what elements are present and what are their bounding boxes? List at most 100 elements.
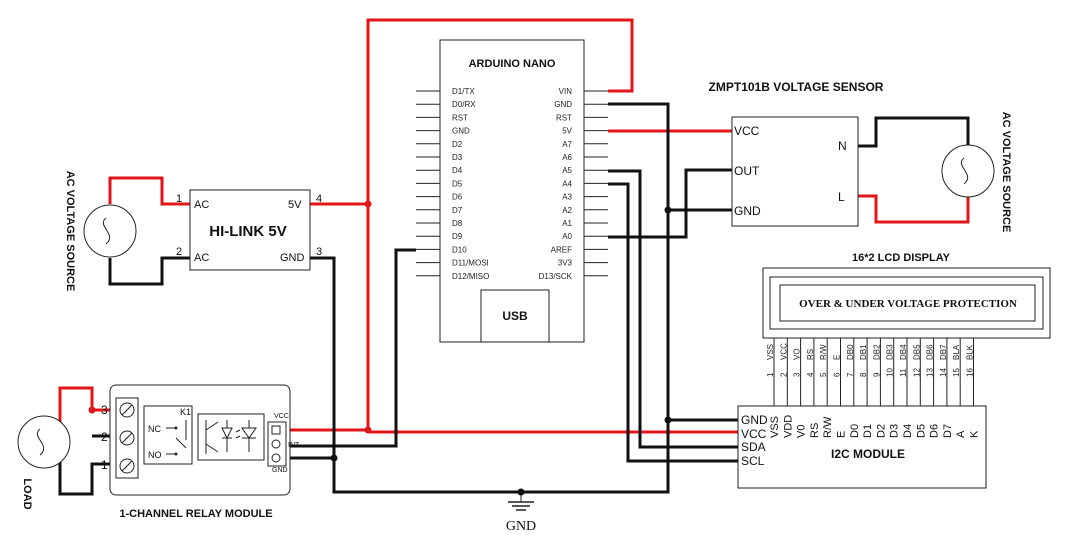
relay-optocoupler (197, 413, 265, 461)
lcd-pin-label: RS (806, 349, 815, 360)
arduino-left-pin-label: D9 (452, 232, 463, 241)
relay-title: 1-CHANNEL RELAY MODULE (119, 508, 272, 520)
lcd-pin-number: 12 (912, 368, 921, 377)
i2c-top-pin-label: VDD (782, 415, 794, 438)
hilink-pin-5v: 5V (288, 199, 302, 211)
i2c-left-pin-label: GND (741, 413, 768, 427)
i2c-top-pin-label: D6 (929, 424, 941, 438)
load: LOAD (17, 415, 71, 510)
arduino-left-pin-label: D11/MOSI (452, 259, 489, 268)
arduino-right-pin-label: GND (554, 100, 572, 109)
arduino-left-pin-label: D5 (452, 179, 463, 188)
lcd-pin-number: 6 (833, 372, 842, 377)
i2c-top-pin-label: E (836, 431, 848, 438)
lcd-pin-label: DB1 (859, 344, 868, 360)
power-wires (58, 18, 970, 434)
lcd-pin-number: 3 (793, 372, 802, 377)
wire-hilink-gnd (310, 102, 670, 494)
lcd-pin-label: VCC (779, 343, 788, 360)
arduino-left-pin-label: D0/RX (452, 100, 476, 109)
lcd-pin-label: DB3 (886, 344, 895, 360)
relay-module: 3 2 1 NC NO K1 VCC INT GND 1-CHANNEL REL… (101, 384, 300, 520)
i2c-left-pin-label: SDA (741, 440, 766, 454)
wire-ac-left-bottom (108, 256, 190, 286)
lcd-pin-number: 13 (926, 368, 935, 377)
relay-pin-gnd: GND (272, 467, 288, 474)
hilink-pin-ac1: AC (194, 199, 209, 211)
relay-nc-label: NC (148, 424, 161, 434)
lcd-pin-number: 11 (899, 368, 908, 377)
lcd-pin-number: 8 (859, 372, 868, 377)
arduino-right-pin-label: A4 (562, 179, 572, 188)
relay-k1-label: K1 (180, 407, 191, 417)
hilink-num-2: 2 (176, 246, 182, 258)
junction-dot (330, 454, 338, 462)
lcd-pin-number: 5 (819, 372, 828, 377)
ac-source-left: AC VOLTAGE SOURCE (64, 171, 137, 291)
arduino-nano: ARDUINO NANO D1/TXD0/RXRSTGNDD2D3D4D5D6D… (416, 39, 608, 343)
arduino-right-pin-label: A7 (562, 140, 572, 149)
lcd-pin-label: E (833, 355, 842, 360)
lcd-pin-label: DB7 (939, 344, 948, 360)
i2c-top-pin-label: D3 (889, 424, 901, 438)
arduino-right-pin-label: A5 (562, 166, 572, 175)
lcd-pin-number: 16 (966, 368, 975, 377)
arduino-right-pin-label: A3 (562, 193, 572, 202)
arduino-title: ARDUINO NANO (469, 58, 556, 70)
arduino-left-pin-label: D6 (452, 193, 463, 202)
lcd-pin-label: VSS (766, 344, 775, 360)
hilink-pin-gnd: GND (280, 252, 305, 264)
hilink-pin-ac2: AC (194, 252, 209, 264)
hilink-module: HI-LINK 5V AC AC 5V GND 1 2 4 3 (176, 189, 322, 271)
wire-ac-right-bottom (858, 194, 970, 224)
lcd-title: 16*2 LCD DISPLAY (852, 252, 951, 264)
ac-source-right-label: AC VOLTAGE SOURCE (1000, 112, 1012, 233)
wire-load-top (58, 386, 116, 422)
junctions (88, 200, 672, 496)
lcd-pin-number: 7 (846, 372, 855, 377)
i2c-top-pin-label: D1 (862, 424, 874, 438)
arduino-left-pin-label: GND (452, 127, 470, 136)
i2c-top-pin-label: D7 (942, 424, 954, 438)
wire-vin-to-relay-vcc (278, 18, 634, 432)
relay-no-label: NO (148, 450, 162, 460)
arduino-left-pin-label: D1/TX (452, 87, 475, 96)
zmpt-pin-gnd: GND (734, 204, 761, 218)
arduino-right-pin-label: 3V3 (558, 259, 573, 268)
lcd-pin-label: DB2 (872, 344, 881, 360)
wire-ac-left-top (108, 176, 190, 206)
ground-label: GND (506, 519, 536, 534)
lcd-pin-number: 14 (939, 368, 948, 377)
junction-dot (517, 488, 525, 496)
arduino-left-pin-label: D3 (452, 153, 463, 162)
ground-symbol: GND (506, 501, 536, 534)
i2c-top-pin-label: VSS (769, 416, 781, 438)
load-label: LOAD (21, 478, 33, 509)
arduino-right-pin-label: 5V (562, 127, 572, 136)
i2c-top-pin-label: RS (809, 423, 821, 438)
lcd-pin-number: 1 (766, 372, 775, 377)
arduino-left-pin-label: D12/MISO (452, 272, 489, 281)
wire-a4-scl (608, 182, 738, 463)
relay-terminal-1: 1 (101, 458, 108, 472)
i2c-top-pin-label: D4 (902, 424, 914, 438)
lcd-pin-label: DB0 (846, 344, 855, 360)
arduino-right-pin-label: AREF (551, 245, 572, 254)
lcd-pin-number: 10 (886, 368, 895, 377)
i2c-top-pin-label: A (955, 430, 967, 438)
lcd-pins: VSS1VCC2VO3RS4R/W5E6DB07DB18DB29DB310DB4… (766, 338, 975, 406)
i2c-left-pin-label: SCL (741, 454, 765, 468)
arduino-right-pin-label: RST (556, 113, 572, 122)
arduino-left-pins: D1/TXD0/RXRSTGNDD2D3D4D5D6D7D8D9D10D11/M… (416, 87, 489, 281)
lcd-pin-number: 15 (952, 368, 961, 377)
junction-dot (664, 206, 672, 214)
zmpt-pin-n: N (838, 139, 847, 153)
arduino-right-pins: VINGNDRST5VA7A6A5A4A3A2A1A0AREF3V3D13/SC… (539, 87, 608, 281)
zmpt-pin-l: L (838, 190, 845, 204)
wire-d10-relay-int (278, 248, 416, 448)
lcd-pin-label: DB4 (899, 344, 908, 360)
lcd-pin-label: BLA (952, 344, 961, 360)
